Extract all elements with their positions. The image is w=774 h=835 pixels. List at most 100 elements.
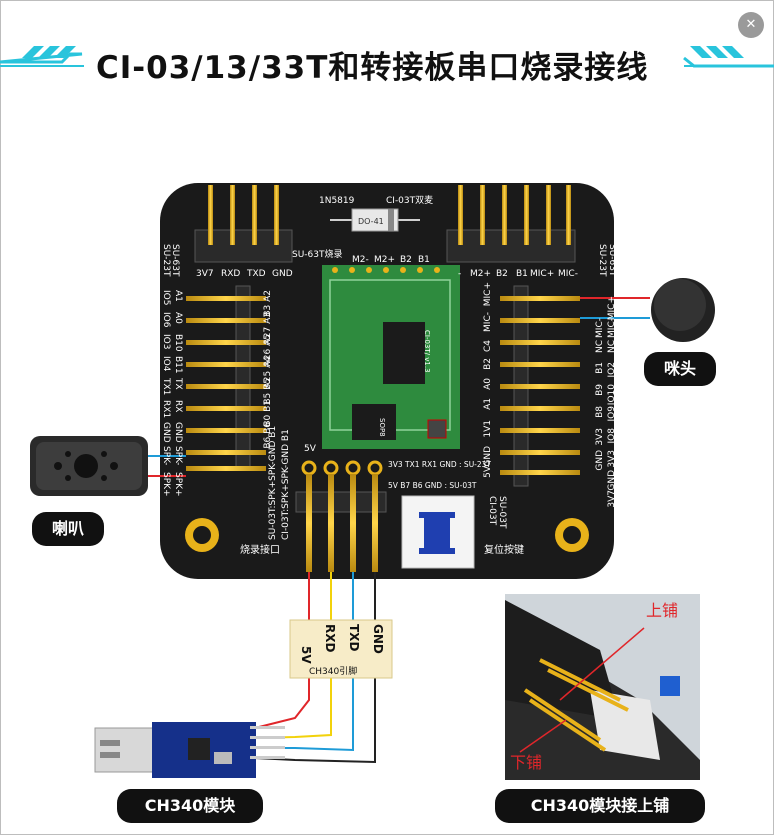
fivev-label: 5V <box>304 444 317 454</box>
title-deco-left <box>0 46 84 67</box>
left-pin-2: B10 <box>173 334 183 352</box>
right-mid-pin-3: B9 <box>595 384 605 396</box>
left-side-tag-1: SU-23T <box>161 244 171 277</box>
right-io-pin-7: 3V3 <box>607 450 617 468</box>
left-io-pin-3: IO4 <box>161 356 171 372</box>
speaker-label: 喇叭 <box>32 512 104 546</box>
left-io-pin-7: SPK- <box>161 446 171 465</box>
right-inner-pin-6: 1V1 <box>483 420 493 438</box>
variant-label: CI-03T双麦 <box>386 194 433 206</box>
right-io-pin-4: IO10 <box>607 384 617 405</box>
left-inner-pin-3: A25 A4 <box>263 356 273 389</box>
right-mid-pin-5: 3V3 <box>595 428 605 446</box>
diode-1n5819 <box>330 208 420 232</box>
top-left-pin-3: GND <box>272 269 293 279</box>
pinout-5v: 5V <box>299 646 313 664</box>
top-right-pin-row <box>458 185 571 245</box>
left-pin-8: SPK+ <box>173 472 183 497</box>
su63-label: SU-63T烧录 <box>292 248 343 260</box>
ch340-pinout-card <box>289 619 393 679</box>
top-left-pin-2: TXD <box>246 269 266 279</box>
top-mid-label-0: M2- <box>352 255 369 265</box>
left-io-pin-6: GND <box>161 422 171 443</box>
right-mid-pin-0: MIC- <box>595 318 605 338</box>
top-right-pin-4: MIC+ <box>530 269 554 279</box>
page-title: CI-03/13/33T和转接板串口烧录接线 <box>96 50 649 86</box>
right-io-pin-3: IO2 <box>607 362 617 377</box>
top-right-pin-2: B2 <box>496 269 508 279</box>
top-left-pin-row <box>208 185 279 245</box>
pinout-rxd: RXD <box>323 624 337 652</box>
top-right-pin-5: MIC- <box>558 269 578 279</box>
ch340-upper-label: CH340模块接上铺 <box>495 789 705 823</box>
left-pin-0: A1 <box>173 290 183 302</box>
right-io-pin-9: 3V7 <box>607 490 617 508</box>
top-mid-label-3: B1 <box>418 255 430 265</box>
right-io-pin-1: MIC- <box>607 318 617 338</box>
left-io-pin-1: IO6 <box>161 312 171 328</box>
speaker-graphic <box>30 436 186 496</box>
left-inner-pin-5: B0 B1 <box>263 400 273 427</box>
top-left-pin-0: 3V7 <box>196 269 214 279</box>
burn-header <box>295 460 387 572</box>
left-pin-4: TX <box>173 377 183 390</box>
title-deco-right <box>683 46 774 68</box>
bottom-right-tag-0: CI-03T <box>487 496 497 526</box>
mic-label: 咪头 <box>644 352 716 386</box>
right-inner-pin-7: GND <box>483 446 493 467</box>
reset-button-graphic <box>401 495 475 569</box>
left-pin-1: A0 <box>173 312 183 324</box>
top-right-pin-0: - <box>458 269 461 279</box>
left-inner-pin-2: A26 A5 <box>263 334 273 366</box>
right-mid-pin-2: B1 <box>595 362 605 374</box>
left-inner-pin-0: B3 A2 <box>263 290 273 317</box>
left-inner-pin-4: B5 B5 <box>263 378 273 405</box>
bottom-left-tag-2: CI-03T:SPK+SPK-GND B1 <box>281 429 291 540</box>
left-io-pin-5: RX1 <box>161 400 171 418</box>
diode-body-label: DO-41 <box>358 217 384 226</box>
right-io-pin-8: GND <box>607 470 617 491</box>
right-side-tag-1: SU-63T <box>607 244 617 277</box>
right-inner-pin-2: C4 <box>483 340 493 352</box>
top-left-pin-1: RXD <box>221 269 240 279</box>
bottom-left-tag-1: SU-03T:SPK+SPK-GND B1 <box>268 426 278 540</box>
right-mid-pin-1: NC <box>595 340 605 353</box>
left-pin-6: GND <box>173 422 183 443</box>
converter-board <box>160 183 614 579</box>
left-io-pin-4: TX1 <box>161 377 171 395</box>
photo-bottom-label: 下铺 <box>510 753 542 772</box>
close-icon[interactable]: ✕ <box>738 12 764 38</box>
mic-graphic <box>580 278 715 342</box>
pinout-label: CH340引脚 <box>309 666 357 677</box>
pinout-txd: TXD <box>347 624 361 651</box>
right-mid-pin-6: GND <box>595 450 605 471</box>
right-inner-pin-5: A1 <box>483 398 493 410</box>
diode-label: 1N5819 <box>319 196 355 206</box>
top-mid-label-2: B2 <box>400 255 412 265</box>
right-inner-pin-0: MIC+ <box>483 282 493 306</box>
chip-text: CI-03T/ v1.3 <box>423 330 431 373</box>
left-inner-pin-1: A27 A3 <box>263 312 273 344</box>
left-pin-block <box>186 285 266 471</box>
right-inner-pin-4: A0 <box>483 378 493 390</box>
burn-port-label: 烧录接口 <box>240 543 280 556</box>
pinout-gnd: GND <box>371 624 385 654</box>
module-line-1: 3V3 TX1 RX1 GND : SU-23T <box>388 460 491 469</box>
reset-label: 复位按键 <box>484 543 524 556</box>
left-inner-pin-6: B6 B6 <box>263 422 273 449</box>
right-inner-pin-1: MIC- <box>483 312 493 332</box>
right-inner-pin-3: B2 <box>483 358 493 370</box>
ch340-module-graphic <box>94 722 285 778</box>
chip2-text: SOP8 <box>378 418 386 437</box>
right-io-pin-2: NC <box>607 340 617 353</box>
right-side-tag-0: SU-23T <box>597 244 607 277</box>
right-io-pin-5: IO9 <box>607 406 617 422</box>
right-mid-pin-4: B8 <box>595 406 605 418</box>
left-io-pin-8: SPK+ <box>161 472 171 497</box>
photo-top-label: 上铺 <box>646 601 678 620</box>
top-right-pin-3: B1 <box>516 269 528 279</box>
ch340-label: CH340模块 <box>117 789 263 823</box>
header-photo <box>505 594 700 780</box>
left-io-pin-0: IO5 <box>161 290 171 305</box>
